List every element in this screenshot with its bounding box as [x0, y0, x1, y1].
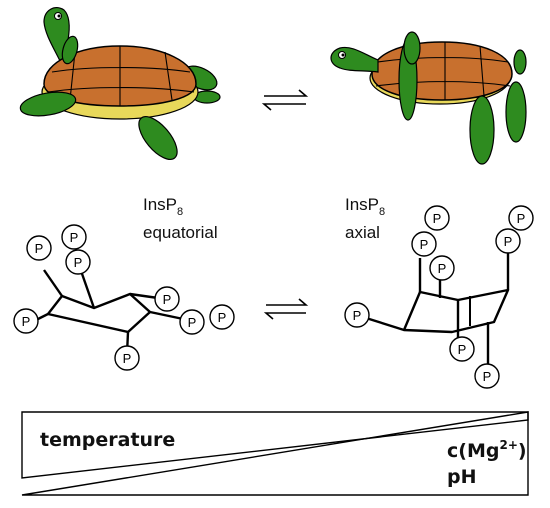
- ph-label: pH: [447, 466, 477, 488]
- svg-text:P: P: [438, 261, 447, 276]
- label-insp8-equatorial: InsP8: [143, 195, 183, 218]
- equilibrium-arrows-icon: [261, 89, 309, 111]
- turtle-right-icon: [330, 31, 527, 165]
- svg-text:P: P: [74, 255, 83, 270]
- svg-text:P: P: [458, 342, 467, 357]
- phosphate-circle: P: [61, 224, 87, 250]
- label-axial: axial: [345, 223, 380, 242]
- phosphate-circle: P: [154, 286, 180, 312]
- svg-text:P: P: [163, 292, 172, 307]
- equatorial-conformer: [35, 267, 189, 355]
- phosphate-circle: P: [26, 235, 52, 261]
- svg-text:P: P: [188, 315, 197, 330]
- label-equatorial: equatorial: [143, 223, 218, 242]
- svg-text:P: P: [433, 211, 442, 226]
- turtle-left-icon: [19, 7, 221, 160]
- equatorial-phosphates: P P P P P P P P: [13, 224, 235, 371]
- phosphate-circle: P: [495, 228, 521, 254]
- phosphate-circle: P: [209, 304, 235, 330]
- phosphate-circle: P: [344, 302, 370, 328]
- phosphate-circle: P: [13, 308, 39, 334]
- svg-text:P: P: [123, 351, 132, 366]
- svg-text:P: P: [218, 310, 227, 325]
- svg-text:P: P: [35, 241, 44, 256]
- svg-text:P: P: [22, 314, 31, 329]
- phosphate-circle: P: [449, 336, 475, 362]
- phosphate-circle: P: [508, 205, 534, 231]
- phosphate-circle: P: [411, 231, 437, 257]
- axial-phosphates: P P P P P P P P: [344, 205, 534, 389]
- mg-concentration-label: c(Mg2+): [447, 438, 527, 462]
- phosphate-circle: P: [474, 363, 500, 389]
- svg-text:P: P: [353, 308, 362, 323]
- phosphate-circle: P: [65, 249, 91, 275]
- svg-text:P: P: [504, 234, 513, 249]
- temperature-label: temperature: [40, 429, 175, 451]
- svg-text:P: P: [517, 211, 526, 226]
- phosphate-circle: P: [179, 309, 205, 335]
- phosphate-circle: P: [429, 255, 455, 281]
- phosphate-circle: P: [114, 345, 140, 371]
- phosphate-circle: P: [424, 205, 450, 231]
- label-insp8-axial: InsP8: [345, 195, 385, 218]
- svg-text:P: P: [483, 369, 492, 384]
- svg-text:P: P: [420, 237, 429, 252]
- mg-ph-wedge: [21, 411, 529, 496]
- svg-text:P: P: [70, 230, 79, 245]
- equilibrium-arrows-icon: [263, 298, 309, 320]
- gradient-wedges: [21, 411, 529, 496]
